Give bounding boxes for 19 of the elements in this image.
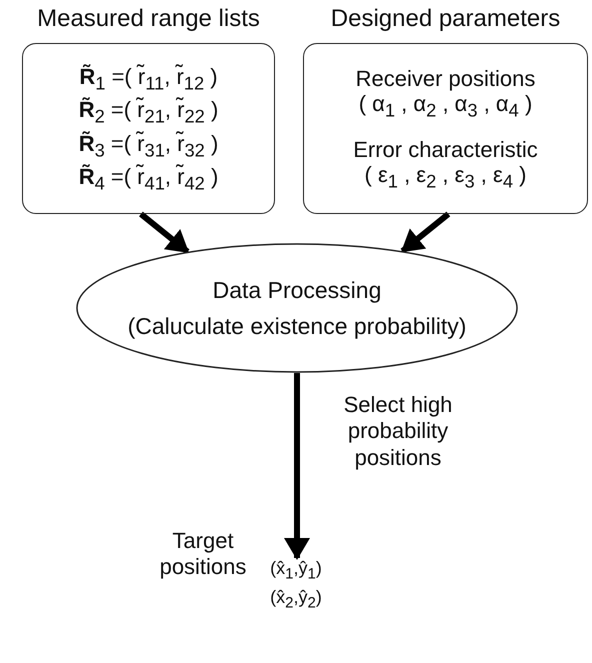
box-text: R̃$_{4}$ =( r̃$_{41}$, r̃$_{42}$ ) (78, 164, 218, 194)
arrow (284, 373, 310, 560)
box-text: Receiver positions (356, 66, 536, 92)
node-caption: Target positions (158, 528, 248, 581)
process-text: (Caluculate existence probability) (128, 313, 466, 340)
box-text: ( ε$_{1}$ , ε$_{2}$ , ε$_{3}$ , ε$_{4}$ ) (364, 162, 526, 192)
box-text: ( α$_{1}$ , α$_{2}$ , α$_{3}$ , α$_{4}$ ) (358, 91, 532, 120)
arrow (400, 212, 450, 254)
coordinate-text: (x̂$_{1}$,ŷ$_{1}$) (269, 558, 323, 583)
box-heading: Designed parameters (330, 5, 562, 33)
box-text: R̃$_{3}$ =( r̃$_{31}$, r̃$_{32}$ ) (78, 130, 218, 160)
coordinate-text: (x̂$_{2}$,ŷ$_{2}$) (269, 586, 323, 612)
box-text: R̃$_{2}$ =( r̃$_{21}$, r̃$_{22}$ ) (78, 97, 218, 126)
arrow (139, 212, 190, 254)
process-text: Data Processing (212, 276, 382, 303)
box-text: Error characteristic (353, 136, 538, 162)
box-text: R̃$_{1}$ =( r̃$_{11}$, r̃$_{12}$ ) (79, 64, 218, 94)
box-heading: Measured range lists (36, 5, 261, 33)
edge-label: Select high probability positions (342, 392, 454, 472)
